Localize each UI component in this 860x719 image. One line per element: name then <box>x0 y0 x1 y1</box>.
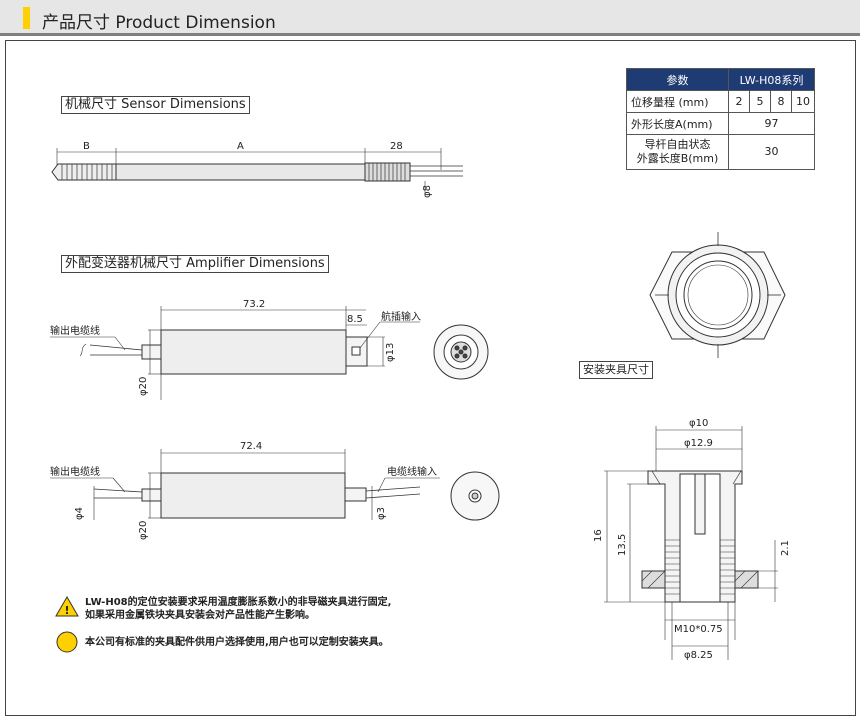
spec-row-length-label: 外形长度A(mm) <box>626 112 729 135</box>
spec-col-param: 参数 <box>626 68 729 91</box>
accent-bar <box>23 7 30 29</box>
sensor-drawing <box>51 148 463 196</box>
amp1-length: 73.2 <box>243 299 265 310</box>
amp2-dim-d3: φ3 <box>376 507 387 520</box>
clamp-d825: φ8.25 <box>684 650 713 661</box>
amp2-output-label: 输出电缆线 <box>50 465 100 478</box>
amplifier-2-drawing <box>50 449 500 521</box>
spec-row-free-label-1: 导杆自由状态 <box>644 138 711 151</box>
amp2-dim-d4: φ4 <box>74 507 85 520</box>
warning-note-line-2: 如果采用金属铁块夹具安装会对产品性能产生影响。 <box>85 610 315 621</box>
spec-row-free-label-2: 外露长度B(mm) <box>636 152 719 165</box>
clamp-top-view <box>649 232 786 358</box>
page-title: 产品尺寸 Product Dimension <box>42 13 276 33</box>
page-header: 产品尺寸 Product Dimension <box>0 0 860 36</box>
dim-28: 28 <box>390 141 403 152</box>
clamp-d129: φ12.9 <box>684 438 713 449</box>
amp1-dim-d13: φ13 <box>385 343 396 362</box>
dim-d8: φ8 <box>422 185 433 198</box>
spec-range-5: 5 <box>749 90 771 113</box>
clamp-section-title: 安装夹具尺寸 <box>579 361 653 379</box>
spec-range-2: 2 <box>728 90 750 113</box>
spec-row-range-label: 位移量程 (mm) <box>626 90 729 113</box>
amp1-dim-85: 8.5 <box>347 314 363 325</box>
amp2-length: 72.4 <box>240 441 262 452</box>
warning-note: LW-H08的定位安装要求采用温度膨胀系数小的非导磁夹具进行固定, 如果采用金属… <box>85 596 391 622</box>
content-frame <box>5 40 856 716</box>
clamp-h16: 16 <box>593 529 604 542</box>
info-icon <box>56 631 78 653</box>
spec-col-series: LW-H08系列 <box>727 68 816 91</box>
svg-text:!: ! <box>65 604 70 617</box>
warning-icon: ! <box>55 596 79 617</box>
clamp-h135: 13.5 <box>617 534 628 556</box>
amplifier-1-drawing <box>50 306 489 400</box>
spec-row-length-value: 97 <box>727 112 816 135</box>
info-note: 本公司有标准的夹具配件供用户选择使用,用户也可以定制安装夹具。 <box>85 637 389 648</box>
clamp-thread: M10*0.75 <box>674 624 723 635</box>
sensor-section-title: 机械尺寸 Sensor Dimensions <box>61 96 250 114</box>
spec-row-free-value: 30 <box>727 134 816 170</box>
amplifier-section-title: 外配变送器机械尺寸 Amplifier Dimensions <box>61 255 329 273</box>
clamp-d10: φ10 <box>689 418 708 429</box>
amp1-dim-d20: φ20 <box>138 377 149 396</box>
spec-range-10: 10 <box>790 90 816 113</box>
clamp-section-view <box>604 426 778 660</box>
clamp-h21: 2.1 <box>780 540 791 556</box>
amp1-output-label: 输出电缆线 <box>50 324 100 337</box>
amp2-input-label: 电缆线输入 <box>387 465 437 478</box>
warning-note-line-1: LW-H08的定位安装要求采用温度膨胀系数小的非导磁夹具进行固定, <box>85 597 392 608</box>
dim-a: A <box>237 141 244 152</box>
spec-table: 参数 LW-H08系列 位移量程 (mm) 2 5 8 10 外形长度A(mm)… <box>626 68 816 170</box>
amp2-dim-d20: φ20 <box>138 521 149 540</box>
spec-row-free-label: 导杆自由状态 外露长度B(mm) <box>626 134 729 170</box>
amp1-input-label: 航插输入 <box>381 310 421 323</box>
dim-b: B <box>83 141 90 152</box>
spec-range-8: 8 <box>770 90 792 113</box>
